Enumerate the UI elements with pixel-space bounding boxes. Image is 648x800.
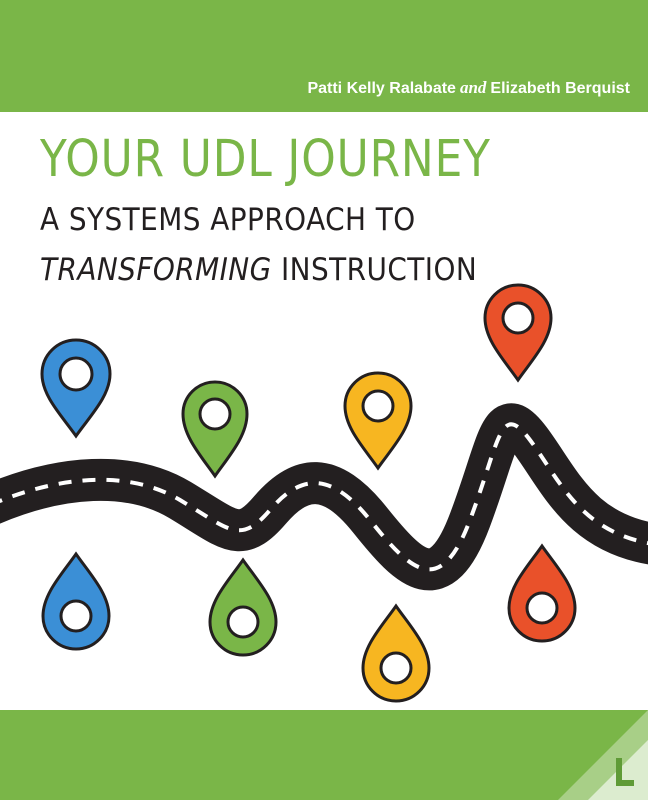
book-title: YOUR UDL JOURNEY <box>40 130 491 189</box>
road <box>0 403 648 591</box>
map-pin-icon <box>361 603 431 703</box>
author-conjunction: and <box>459 78 487 97</box>
map-pin-icon <box>208 557 278 657</box>
road-illustration <box>0 283 648 703</box>
book-subtitle-line-1: A SYSTEMS APPROACH TO <box>40 202 416 238</box>
subtitle-emphasis: TRANSFORMING <box>40 252 272 288</box>
map-pin-icon <box>181 380 249 479</box>
map-pin-icon <box>41 551 111 651</box>
map-pin-icon <box>483 283 553 383</box>
road-center-line <box>0 422 648 572</box>
book-subtitle-line-2: TRANSFORMING INSTRUCTION <box>40 255 477 286</box>
map-pin-icon <box>343 371 413 471</box>
bottom-color-band <box>0 710 648 800</box>
map-pin-icon <box>507 543 577 643</box>
publisher-logo-icon <box>558 710 648 800</box>
map-pin-icon <box>40 338 112 439</box>
author-first: Patti Kelly Ralabate <box>307 80 456 97</box>
subtitle-rest: INSTRUCTION <box>271 252 478 288</box>
author-second: Elizabeth Berquist <box>490 80 630 97</box>
